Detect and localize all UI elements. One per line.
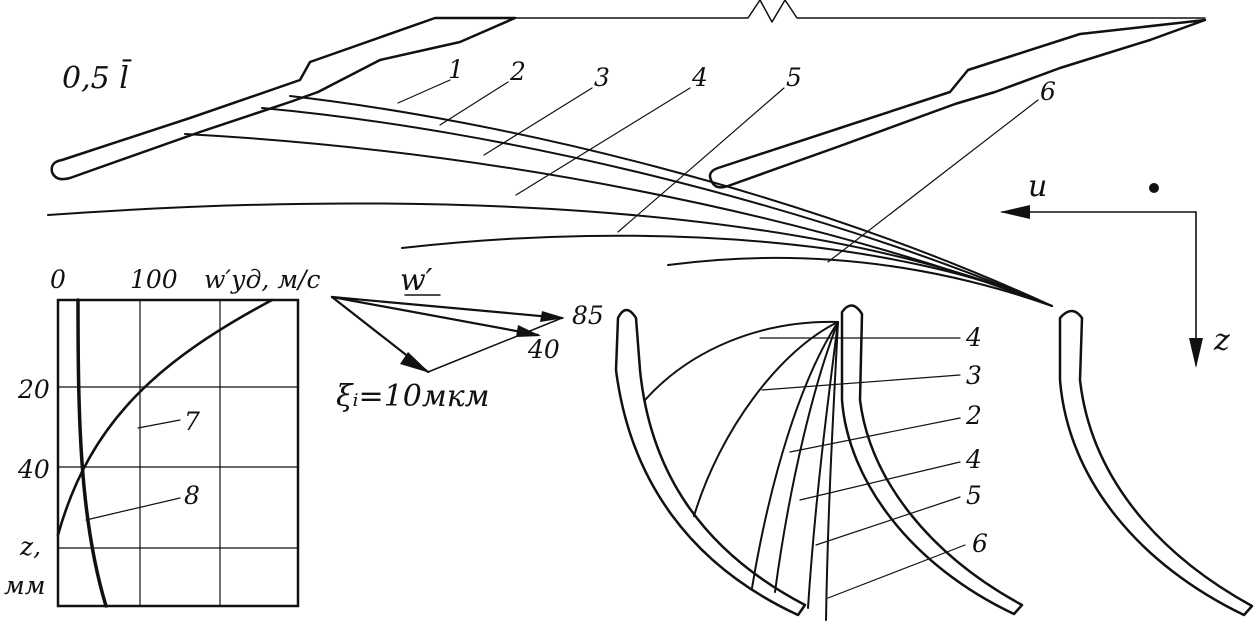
top-trajectories xyxy=(47,79,1053,307)
y-axis-label-mm: мм xyxy=(4,571,45,600)
curve-label-7: 7 xyxy=(184,407,200,436)
label-b-4a: 4 xyxy=(965,323,982,352)
z-axis-label: z xyxy=(1213,323,1230,358)
curve-8 xyxy=(76,298,108,608)
curve-label-8: 8 xyxy=(184,481,200,510)
dot-marker xyxy=(1149,183,1159,193)
xi-label: ξᵢ=10мкм xyxy=(336,379,490,414)
x-tick-0: 0 xyxy=(50,265,66,294)
trajectory-5 xyxy=(401,234,1053,307)
size-label-40: 40 xyxy=(527,335,560,364)
vector-xi-head xyxy=(400,352,430,373)
inset-chart xyxy=(56,298,300,608)
label-traj-5: 5 xyxy=(786,63,802,92)
u-axis-arrow xyxy=(1000,205,1030,219)
label-b-6: 6 xyxy=(972,529,988,558)
y-axis-label-z: z, xyxy=(19,532,41,561)
leader-b-3 xyxy=(761,374,961,391)
bottom-traj-3 xyxy=(693,321,839,517)
vector-close xyxy=(427,317,563,373)
curve-7 xyxy=(56,298,274,537)
top-left-blade xyxy=(50,16,517,181)
vector-85-head xyxy=(540,311,565,322)
trajectory-4 xyxy=(47,202,1053,307)
label-traj-3: 3 xyxy=(594,63,610,92)
x-axis-label: w′уд, м/с xyxy=(204,265,320,294)
leader-5 xyxy=(617,87,785,233)
leader-4 xyxy=(515,87,691,196)
bottom-traj-5 xyxy=(807,321,839,609)
bottom-traj-2 xyxy=(751,321,839,589)
bottom-blade-right xyxy=(1058,309,1254,617)
bottom-blade-middle xyxy=(840,304,1024,616)
y-tick-40: 40 xyxy=(17,455,50,484)
label-traj-1: 1 xyxy=(448,55,464,84)
bottom-blade-left xyxy=(614,308,807,617)
label-b-3: 3 xyxy=(966,361,982,390)
trajectory-6 xyxy=(667,256,1053,307)
bottom-traj-4b xyxy=(774,321,839,593)
leader-b-6 xyxy=(827,544,966,599)
leader-b-4b xyxy=(799,461,961,501)
scale-label: 0,5 l̄ xyxy=(62,58,132,96)
size-label-85: 85 xyxy=(572,301,604,330)
trajectory-2 xyxy=(261,107,1053,307)
vector-40 xyxy=(330,295,540,337)
leader-b-2 xyxy=(789,417,961,453)
coordinate-axes xyxy=(1000,183,1203,368)
leader-7 xyxy=(137,419,181,429)
trajectory-1 xyxy=(289,95,1053,307)
x-tick-100: 100 xyxy=(130,265,178,294)
vector-85 xyxy=(330,295,564,320)
label-b-5: 5 xyxy=(966,481,982,510)
u-axis-label: u xyxy=(1028,169,1047,204)
leader-6 xyxy=(827,99,1039,263)
y-tick-20: 20 xyxy=(17,375,50,404)
leader-2 xyxy=(439,81,509,126)
label-traj-2: 2 xyxy=(509,57,526,86)
bottom-trajectories xyxy=(644,320,966,621)
bottom-traj-4a xyxy=(644,320,839,401)
z-axis-arrow xyxy=(1189,338,1203,368)
leader-8 xyxy=(85,497,181,521)
top-right-blade xyxy=(708,18,1207,189)
leader-3 xyxy=(483,87,593,156)
w-label: w′ xyxy=(400,263,433,298)
leader-1 xyxy=(397,79,451,104)
bottom-traj-6 xyxy=(825,321,839,621)
top-blade-cascade xyxy=(50,0,1207,189)
leader-b-5 xyxy=(815,496,961,546)
inset-frame xyxy=(56,298,300,608)
label-traj-6: 6 xyxy=(1040,77,1056,106)
label-traj-4: 4 xyxy=(691,63,708,92)
bottom-blade-cascade xyxy=(614,304,1254,617)
label-b-4b: 4 xyxy=(965,445,982,474)
vector-diagram xyxy=(330,294,565,374)
label-b-2: 2 xyxy=(965,401,982,430)
top-boundary-line xyxy=(434,0,1206,23)
